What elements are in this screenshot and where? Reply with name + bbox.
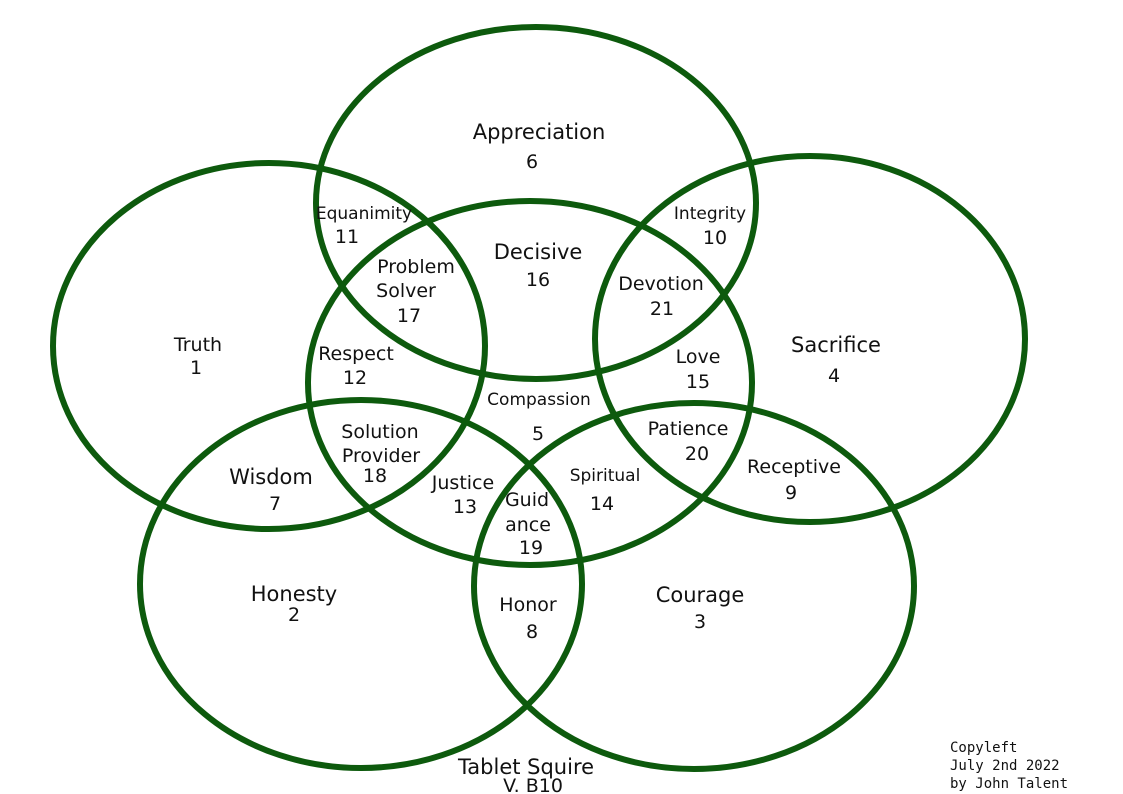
region-label-line2: ance: [505, 514, 551, 536]
region-integrity: Integrity 10: [674, 204, 746, 249]
region-number: 2: [288, 604, 300, 626]
region-number: 13: [453, 496, 477, 518]
region-honor: Honor 8: [499, 594, 557, 643]
region-decisive: Decisive 16: [494, 240, 583, 291]
region-honesty: Honesty 2: [251, 582, 337, 626]
region-receptive: Receptive 9: [747, 456, 841, 504]
region-label: Honesty: [251, 582, 337, 606]
region-label: Receptive: [747, 456, 841, 478]
region-respect: Respect 12: [318, 343, 394, 389]
region-number: 18: [363, 465, 387, 487]
region-number: 7: [269, 493, 281, 515]
region-sacrifice: Sacrifice 4: [791, 333, 881, 387]
region-appreciation: Appreciation 6: [473, 120, 606, 173]
credit-line-3: by John Talent: [950, 776, 1068, 792]
region-courage: Courage 3: [656, 583, 745, 633]
region-number: 4: [828, 365, 840, 387]
region-number: 11: [335, 226, 359, 248]
region-number: 21: [650, 298, 674, 320]
footer-title: Tablet Squire: [457, 755, 594, 779]
credit-block: Copyleft July 2nd 2022 by John Talent: [950, 740, 1068, 792]
region-number: 1: [190, 357, 202, 379]
region-patience: Patience 20: [648, 418, 729, 465]
region-label: Decisive: [494, 240, 583, 264]
region-label: Truth: [173, 334, 222, 356]
region-label-line1: Solution: [341, 421, 418, 443]
region-number: 15: [686, 371, 710, 393]
region-label: Love: [676, 346, 721, 368]
region-number: 10: [703, 227, 727, 249]
region-number: 8: [526, 621, 538, 643]
region-number: 17: [397, 305, 421, 327]
region-label-line2: Provider: [342, 445, 420, 467]
region-label: Honor: [499, 594, 557, 616]
region-number: 20: [685, 443, 709, 465]
region-label: Sacrifice: [791, 333, 881, 357]
region-label-line2: Solver: [376, 280, 436, 302]
region-label: Integrity: [674, 204, 746, 224]
region-label: Compassion: [487, 390, 591, 410]
region-problem-solver: Problem Solver 17: [376, 256, 455, 327]
region-compassion: Compassion 5: [487, 390, 591, 445]
region-solution-provider: Solution Provider 18: [341, 421, 420, 487]
region-number: 3: [694, 611, 706, 633]
ring-bottom-right: [471, 400, 917, 772]
region-labels: Appreciation 6 Equanimity 11 Integrity 1…: [173, 120, 881, 643]
ring-right: [592, 153, 1028, 525]
region-label: Devotion: [618, 273, 704, 295]
region-label: Wisdom: [229, 465, 313, 489]
region-label: Appreciation: [473, 120, 606, 144]
region-justice: Justice 13: [431, 472, 494, 518]
region-number: 14: [590, 493, 614, 515]
region-label: Respect: [318, 343, 394, 365]
region-number: 16: [526, 269, 550, 291]
footer: Tablet Squire V. B10: [457, 755, 594, 794]
region-number: 19: [519, 537, 543, 559]
region-wisdom: Wisdom 7: [229, 465, 313, 515]
region-label: Justice: [431, 472, 494, 494]
region-label-line1: Problem: [377, 256, 455, 278]
region-spiritual: Spiritual 14: [570, 466, 641, 515]
region-devotion: Devotion 21: [618, 273, 704, 320]
footer-version: V. B10: [503, 775, 563, 794]
region-label: Equanimity: [316, 204, 412, 224]
ring-center: [305, 198, 755, 568]
credit-line-2: July 2nd 2022: [950, 758, 1060, 774]
ring-bottom-left: [137, 397, 585, 771]
region-label-line1: Guid: [505, 489, 549, 511]
region-label: Courage: [656, 583, 745, 607]
credit-line-1: Copyleft: [950, 740, 1017, 756]
region-truth: Truth 1: [173, 334, 222, 379]
region-label: Patience: [648, 418, 729, 440]
ring-top: [313, 24, 759, 382]
region-number: 6: [526, 151, 538, 173]
region-label: Spiritual: [570, 466, 641, 486]
region-love: Love 15: [676, 346, 721, 393]
region-number: 9: [785, 482, 797, 504]
venn-rings: [50, 24, 1028, 772]
region-guidance: Guid ance 19: [505, 489, 551, 559]
region-number: 12: [343, 367, 367, 389]
ring-left: [50, 160, 488, 532]
region-number: 5: [532, 423, 544, 445]
region-equanimity: Equanimity 11: [316, 204, 412, 248]
